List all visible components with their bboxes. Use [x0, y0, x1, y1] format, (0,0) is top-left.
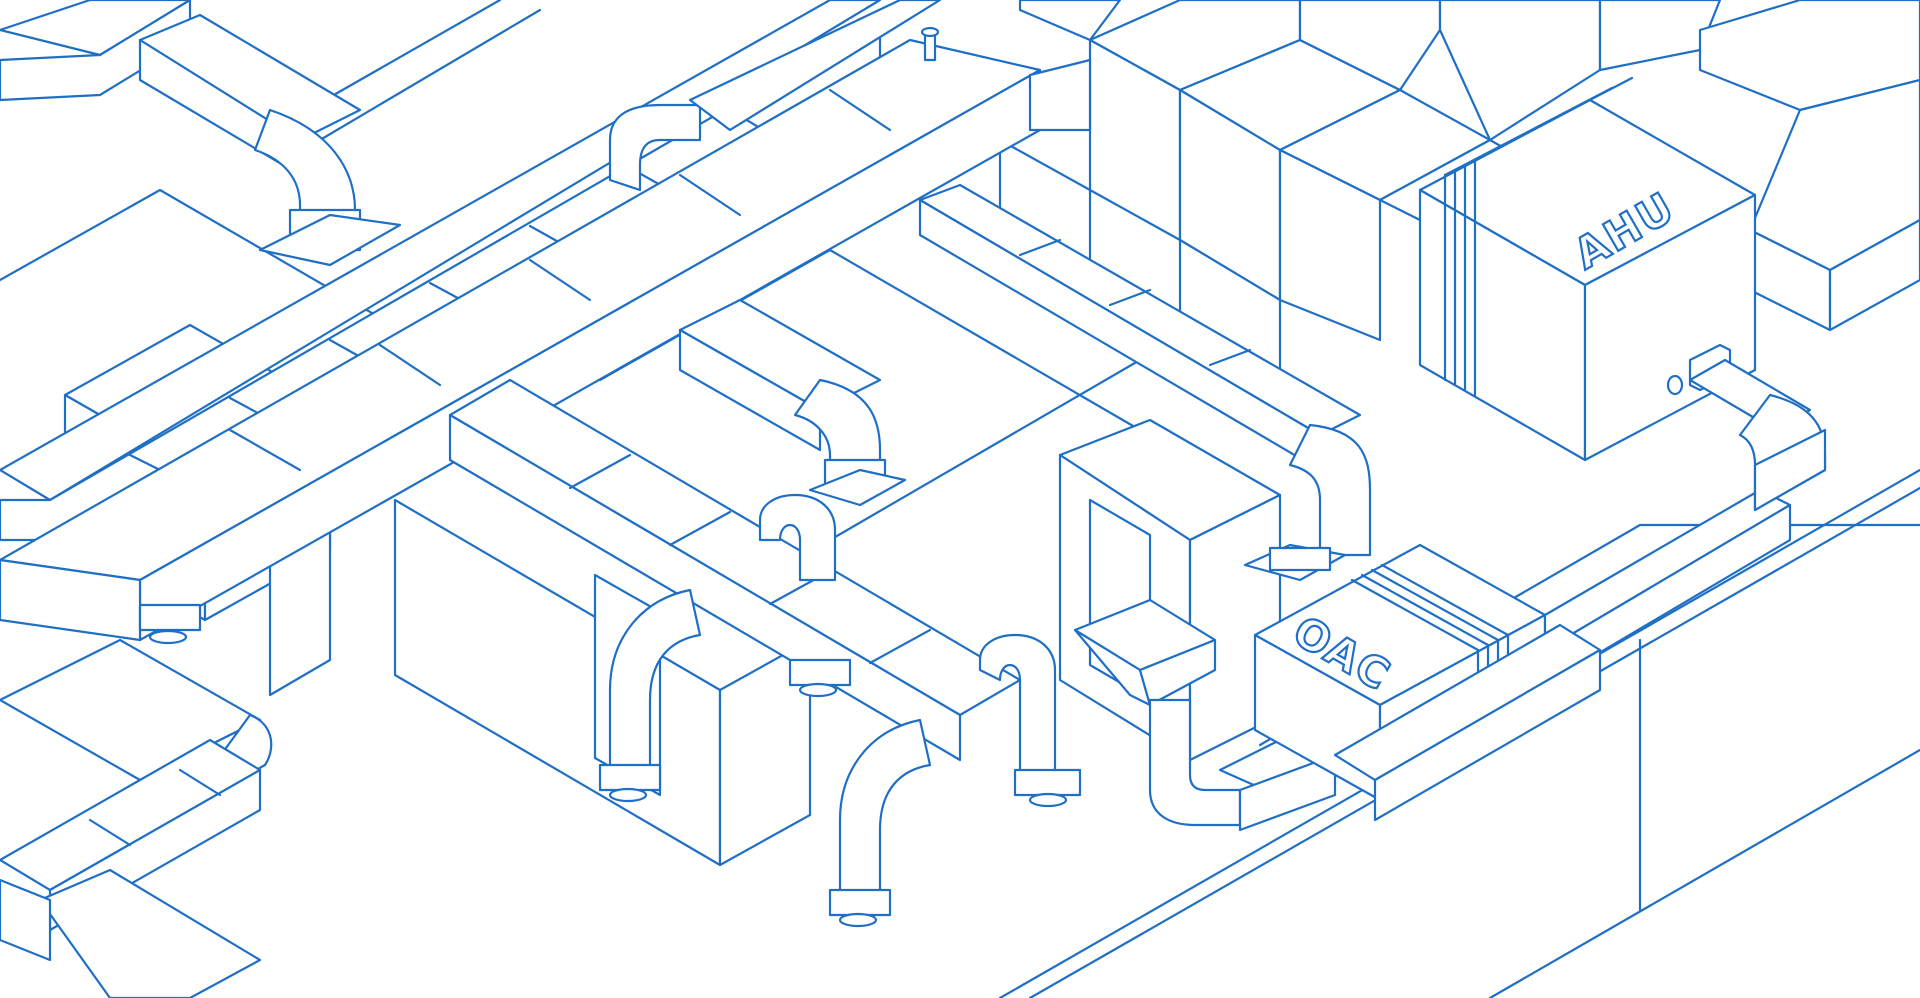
duct-top — [38, 868, 262, 998]
duct-seam — [868, 628, 932, 665]
center-branch — [678, 298, 907, 507]
ahu-fin — [1463, 76, 1634, 167]
duct-seam — [88, 818, 132, 847]
wall-blocks — [998, 0, 1920, 372]
diffuser-collar — [828, 888, 892, 917]
box-side — [718, 638, 812, 867]
wall-block — [1278, 148, 1382, 342]
top-left-branch — [0, 0, 402, 267]
duct-elbow — [608, 588, 702, 772]
hood-side — [1138, 638, 1217, 707]
duct-seam — [178, 768, 222, 797]
duct-elbow — [978, 633, 1057, 777]
duct-seam — [678, 173, 742, 217]
ahu-valve — [1666, 374, 1684, 396]
duct-top — [0, 0, 192, 57]
duct-front — [1753, 428, 1827, 512]
ahu-unit: AHU — [1418, 76, 1827, 512]
duct-seam — [378, 343, 442, 387]
duct-seam — [1108, 288, 1152, 307]
oac-unit: OAC — [1253, 488, 1792, 802]
diffuser-collar — [1013, 768, 1082, 797]
bottom-duct — [1333, 623, 1602, 822]
floor-edge-low — [1488, 748, 1920, 998]
duct-front — [0, 878, 52, 962]
diffuser-nozzle — [148, 629, 188, 645]
duct-seam — [828, 88, 892, 132]
wall-block — [1438, 0, 1602, 142]
vent-cap — [920, 26, 940, 38]
wall-block — [1828, 218, 1920, 332]
diffuser-nozzle — [1028, 792, 1068, 808]
diffuser-collar — [1268, 546, 1332, 572]
room-outline-top-2 — [318, 8, 542, 142]
drop-elbow-c — [978, 633, 1082, 808]
wall-block — [1698, 0, 1920, 112]
diffuser-plate — [808, 468, 907, 507]
duct-front — [678, 328, 822, 452]
duct-seam — [568, 453, 632, 490]
oac-fin — [1360, 573, 1490, 647]
oac-fin — [1350, 578, 1480, 652]
ahu-side — [1583, 193, 1757, 462]
room-floor-center-2 — [828, 358, 1142, 542]
duct-top — [688, 0, 942, 132]
drop-elbow-a — [598, 588, 702, 803]
diffuser-collar — [788, 658, 852, 687]
duct-seam — [228, 428, 302, 472]
drop-left-diffusers — [138, 603, 852, 698]
diffuser-nozzle — [798, 682, 838, 698]
top-center-elbow — [608, 0, 942, 192]
diffuser-nozzle — [608, 787, 648, 803]
diffuser-collar — [598, 763, 662, 792]
duct-seam — [668, 510, 732, 547]
duct-seam — [528, 258, 592, 302]
lower-left-duct — [0, 638, 273, 998]
diffuser-collar — [138, 603, 202, 632]
duct-top — [1028, 58, 1092, 132]
duct-top — [1543, 488, 1792, 652]
duct-front — [1373, 648, 1602, 822]
oac-fin — [1370, 568, 1500, 642]
duct-seam — [1208, 348, 1252, 367]
fresh-air-hood — [1073, 598, 1337, 832]
upper-right-duct — [918, 58, 1372, 582]
wall-block — [1018, 0, 1122, 42]
diffuser-plate — [258, 213, 402, 267]
duct-side — [0, 558, 142, 642]
duct-elbow — [1288, 423, 1372, 557]
duct-elbow — [758, 493, 837, 582]
oac-fin — [1380, 563, 1510, 637]
duct-front — [1238, 753, 1337, 832]
duct-seam — [1018, 238, 1062, 257]
trunk-duct — [0, 38, 1042, 642]
duct-elbow — [838, 718, 932, 897]
wall-block — [1298, 0, 1442, 92]
duct-elbow — [608, 103, 702, 192]
drop-elbow-b — [828, 718, 932, 928]
diffuser-nozzle — [838, 912, 878, 928]
